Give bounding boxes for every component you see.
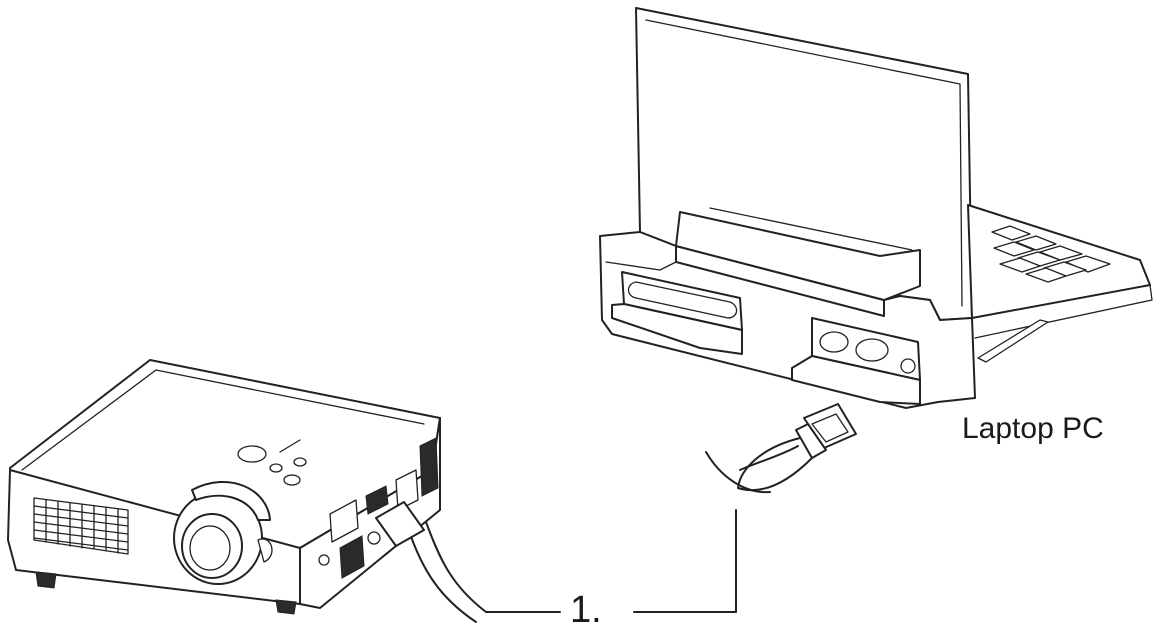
projector-illustration xyxy=(8,360,440,614)
laptop-label: Laptop PC xyxy=(962,412,1104,445)
laptop-illustration xyxy=(600,8,1152,408)
vga-cable xyxy=(408,404,856,622)
step-number-label: 1. xyxy=(570,589,602,626)
